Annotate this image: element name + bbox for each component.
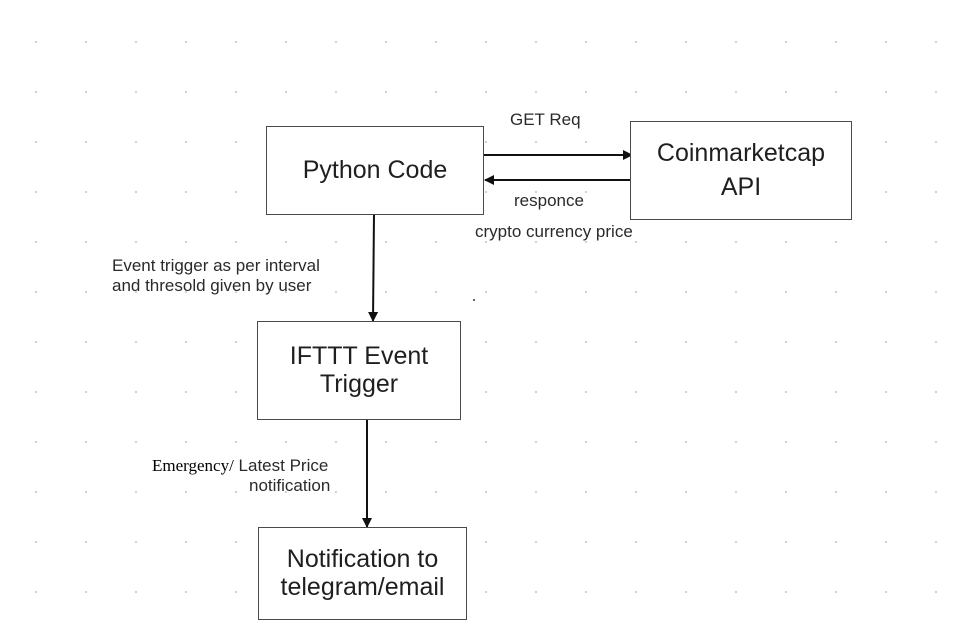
notification-to-label: Notification to xyxy=(286,545,439,573)
event-trigger-line-1: Event trigger as per interval xyxy=(112,256,320,275)
trigger-label: Trigger xyxy=(319,369,399,398)
emergency-text: Emergency/ xyxy=(152,456,234,475)
responce-label: responce xyxy=(514,191,584,210)
telegram-email-label: telegram/email xyxy=(280,572,445,601)
python-code-label: Python Code xyxy=(302,155,448,184)
event-trigger-line-2: and thresold given by user xyxy=(112,275,312,295)
emergency-latest-price-label: Emergency/ Latest Price xyxy=(152,456,328,476)
api-label: API xyxy=(720,172,762,201)
ifttt-event-trigger-node: IFTTT Event Trigger xyxy=(257,321,461,420)
coinmarketcap-api-node: Coinmarketcap API xyxy=(630,121,852,220)
latest-price-text: Latest Price xyxy=(233,456,329,475)
ifttt-event-label: IFTTT Event xyxy=(289,342,429,370)
coinmarketcap-label: Coinmarketcap xyxy=(656,139,826,167)
crypto-price-label: crypto currency price xyxy=(475,222,633,241)
stray-dot xyxy=(473,299,475,301)
get-req-label: GET Req xyxy=(510,110,581,129)
event-trigger-label: Event trigger as per interval and threso… xyxy=(112,256,320,295)
python-code-node: Python Code xyxy=(266,126,484,215)
event-trigger-arrow xyxy=(368,213,379,322)
notification-node: Notification to telegram/email xyxy=(258,527,467,620)
notification-edge-label: notification xyxy=(249,476,331,495)
